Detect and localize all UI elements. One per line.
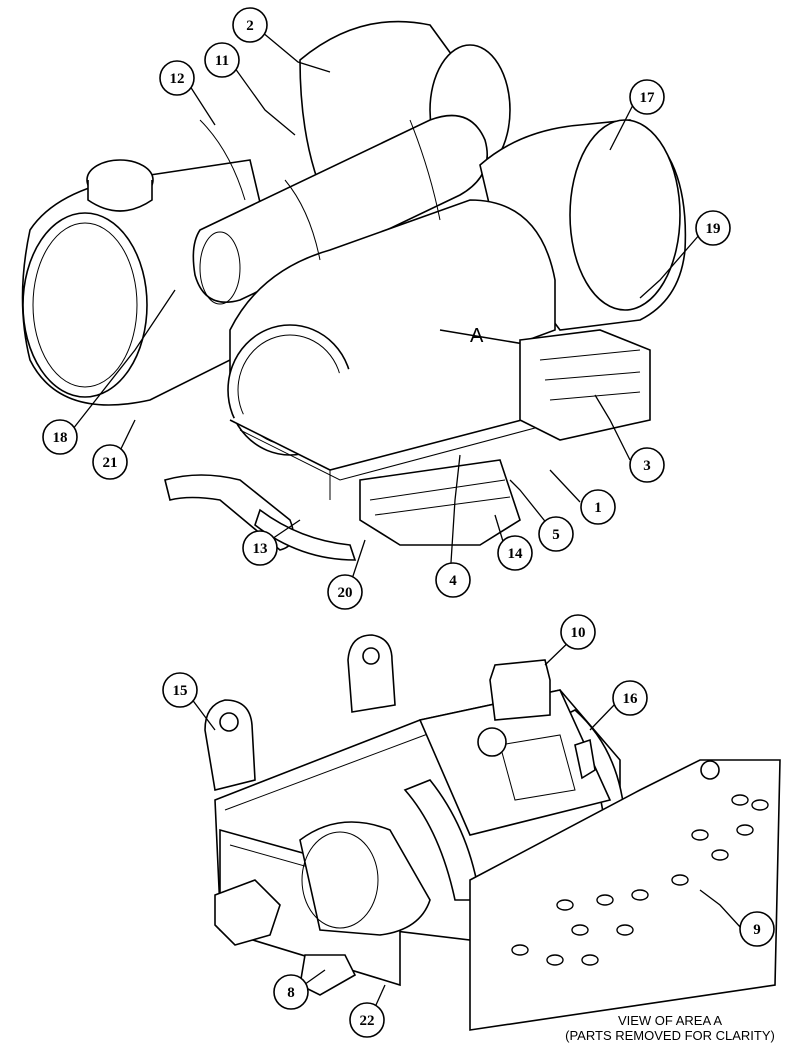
svg-text:18: 18 bbox=[53, 430, 68, 446]
lower-frame-drawing bbox=[204, 634, 781, 1031]
callout-12: 12 bbox=[159, 60, 195, 96]
callout-19: 19 bbox=[695, 210, 731, 246]
callout-1: 1 bbox=[580, 489, 616, 525]
svg-text:13: 13 bbox=[253, 541, 268, 557]
svg-text:14: 14 bbox=[508, 546, 524, 562]
caption-line-1: VIEW OF AREA A bbox=[617, 1013, 723, 1028]
callout-17: 17 bbox=[629, 79, 665, 115]
svg-text:1: 1 bbox=[594, 500, 602, 516]
svg-text:10: 10 bbox=[571, 625, 586, 641]
callout-21: 21 bbox=[92, 444, 128, 480]
callout-5: 5 bbox=[538, 516, 574, 552]
view-caption: VIEW OF AREA A (PARTS REMOVED FOR CLARIT… bbox=[540, 1013, 800, 1043]
callout-8: 8 bbox=[273, 974, 309, 1010]
svg-text:22: 22 bbox=[360, 1013, 375, 1029]
callout-9: 9 bbox=[739, 911, 775, 947]
svg-text:11: 11 bbox=[215, 53, 229, 69]
svg-text:16: 16 bbox=[623, 691, 639, 707]
svg-text:2: 2 bbox=[246, 18, 254, 34]
callout-11: 11 bbox=[204, 42, 240, 78]
callout-20: 20 bbox=[327, 574, 363, 610]
svg-text:8: 8 bbox=[287, 985, 295, 1001]
callout-18: 18 bbox=[42, 419, 78, 455]
area-a-label: A bbox=[470, 325, 484, 347]
svg-text:4: 4 bbox=[449, 573, 457, 589]
callout-14: 14 bbox=[497, 535, 533, 571]
callout-15: 15 bbox=[162, 672, 198, 708]
callout-10: 10 bbox=[560, 614, 596, 650]
svg-text:20: 20 bbox=[338, 585, 353, 601]
svg-text:21: 21 bbox=[103, 455, 118, 471]
callout-4: 4 bbox=[435, 562, 471, 598]
svg-text:3: 3 bbox=[643, 458, 651, 474]
callout-16: 16 bbox=[612, 680, 648, 716]
callout-13: 13 bbox=[242, 530, 278, 566]
callout-2: 2 bbox=[232, 7, 268, 43]
caption-line-2: (PARTS REMOVED FOR CLARITY) bbox=[565, 1028, 775, 1043]
upper-assembly-drawing bbox=[21, 20, 687, 561]
callout-22: 22 bbox=[349, 1002, 385, 1038]
svg-text:17: 17 bbox=[640, 90, 656, 106]
svg-text:15: 15 bbox=[173, 683, 188, 699]
svg-text:9: 9 bbox=[753, 922, 761, 938]
svg-text:5: 5 bbox=[552, 527, 560, 543]
svg-text:12: 12 bbox=[170, 71, 185, 87]
callout-3: 3 bbox=[629, 447, 665, 483]
svg-text:19: 19 bbox=[706, 221, 721, 237]
